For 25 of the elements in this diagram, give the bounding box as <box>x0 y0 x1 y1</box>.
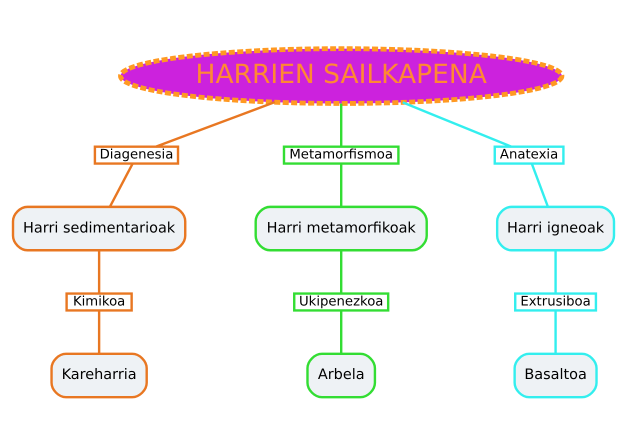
node-box: Harri metamorfikoak <box>254 206 428 252</box>
node-box: Harri sedimentarioak <box>12 206 186 252</box>
node-box: Metamorfismoa <box>282 145 400 165</box>
connector <box>340 164 342 207</box>
node-box: Extrusiboa <box>514 292 598 312</box>
node-box: Ukipenezkoa <box>293 292 390 312</box>
node-box: Anatexia <box>494 145 565 165</box>
connector <box>98 250 100 294</box>
node-ellipse: HARRIEN SAILKAPENA <box>118 46 564 106</box>
connector <box>554 250 557 294</box>
node-box: Arbela <box>306 352 376 398</box>
connector <box>98 310 100 354</box>
connector <box>402 101 512 148</box>
connector <box>340 310 342 354</box>
node-box: Kareharria <box>50 352 148 398</box>
connector <box>108 163 134 208</box>
connector <box>340 104 342 146</box>
connector <box>554 310 557 354</box>
connector <box>340 250 342 294</box>
node-box: Kimikoa <box>65 292 133 312</box>
node-box: Harri igneoak <box>496 206 616 252</box>
connector <box>156 101 276 148</box>
connector <box>530 163 550 208</box>
node-box: Diagenesia <box>94 145 180 165</box>
node-box: Basaltoa <box>513 352 598 398</box>
